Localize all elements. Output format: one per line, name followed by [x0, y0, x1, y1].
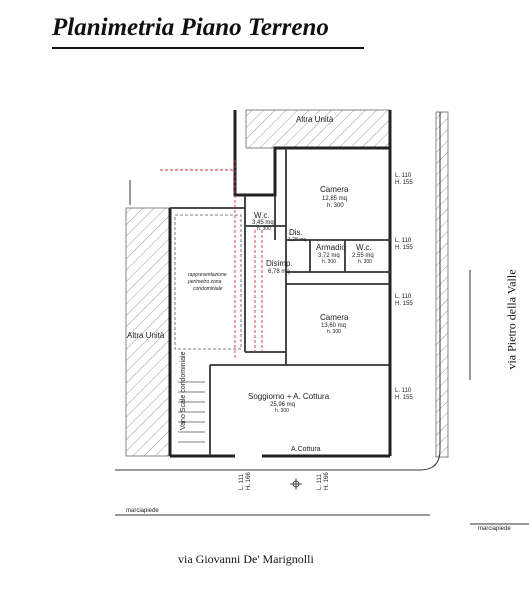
window1-h: H. 155 [395, 180, 413, 186]
stair-steps [178, 381, 205, 443]
neighbor-top-label: Altra Unità [296, 115, 334, 124]
wc1-area: 3,45 mq [252, 220, 274, 226]
title-underline [52, 47, 364, 49]
condominio-label: rappresentazione perimetro zona condomin… [187, 272, 228, 292]
window4-l: L. 110 [395, 388, 412, 394]
wc2-name: W.c. [356, 243, 372, 252]
window4-h: H. 155 [395, 395, 413, 401]
interior-walls [170, 148, 390, 456]
vano-scale-label: Vano Scale condominiale [180, 351, 187, 430]
page-title: Planimetria Piano Terreno [52, 14, 329, 41]
armadio-name: Armadio [316, 243, 346, 252]
soggiorno-height: h. 300 [275, 408, 289, 414]
street-right-label: via Pietro della Valle [504, 269, 519, 370]
wc2-area: 2,55 mq [352, 253, 374, 259]
neighbor-right-hatch [435, 111, 449, 458]
window3-h: H. 155 [395, 301, 413, 307]
armadio-height: h. 300 [322, 259, 336, 265]
dis-area: 1,28 mq [288, 237, 306, 243]
street-bottom-label: via Giovanni De' Marignolli [178, 552, 314, 566]
wc1-height: h. 300 [257, 226, 271, 232]
armadio-area: 3,72 mq [318, 253, 340, 259]
door2-h: H. 166 [324, 472, 330, 490]
camera2-area: 13,60 mq [321, 323, 346, 329]
camera2-name: Camera [320, 313, 349, 322]
condominio-zone [174, 214, 242, 350]
acottura-name: A.Cottura [291, 446, 321, 453]
camera1-name: Camera [320, 185, 349, 194]
disimp-area: 6,78 mq [268, 269, 290, 275]
disimp-name: Disimp. [266, 259, 293, 268]
camera1-height: h. 300 [327, 203, 344, 209]
plumbing-lines [160, 160, 263, 360]
neighbor-top-hatch [245, 109, 391, 149]
street-lines [115, 112, 529, 525]
wc2-height: h. 300 [358, 259, 372, 265]
soggiorno-area: 25,96 mq [270, 402, 295, 408]
level-marker-icon [290, 478, 302, 490]
window2-h: H. 155 [395, 245, 413, 251]
window1-l: L. 110 [395, 173, 412, 179]
window3-l: L. 110 [395, 294, 412, 300]
camera1-area: 12,85 mq [322, 196, 347, 202]
window2-l: L. 110 [395, 238, 412, 244]
door1-h: H. 166 [246, 472, 252, 490]
neighbor-left-label: Altra Unità [127, 331, 165, 340]
soggiorno-name: Soggiorno + A. Cottura [248, 392, 330, 401]
dis-name: Dis. [289, 228, 303, 237]
door1-l: L. 111 [239, 474, 245, 490]
marciapiede-right: marciapiede [478, 526, 511, 532]
marciapiede-left: marciapiede [126, 508, 159, 514]
camera2-height: h. 300 [327, 329, 341, 335]
wc1-name: W.c. [254, 211, 270, 220]
door2-l: L. 111 [317, 474, 323, 490]
